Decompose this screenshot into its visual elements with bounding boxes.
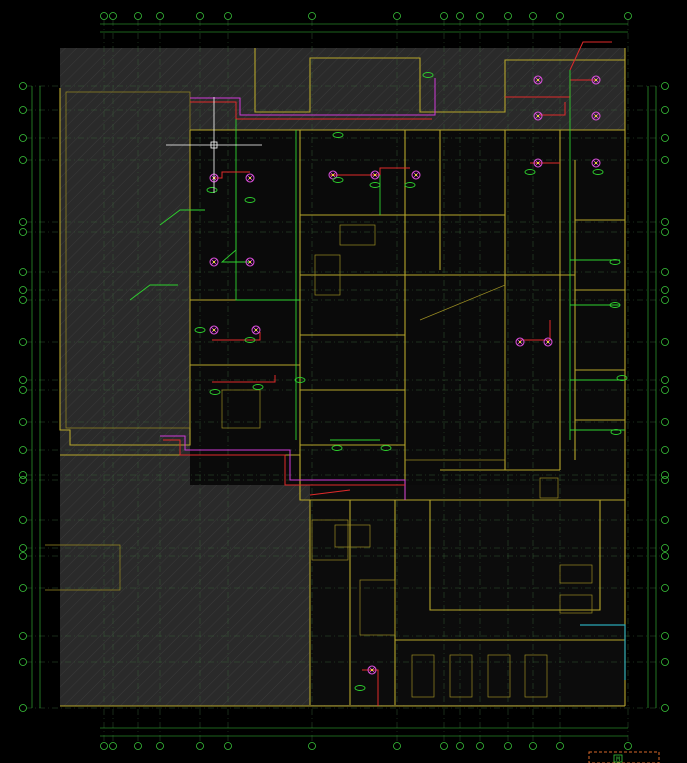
north-arrow-icon[interactable]: M bbox=[588, 751, 660, 763]
dimension-chains bbox=[31, 23, 657, 737]
crosshair-cursor[interactable] bbox=[166, 97, 262, 193]
equipment-units bbox=[411, 564, 626, 698]
cyan-duct bbox=[580, 624, 626, 680]
piping-network bbox=[129, 41, 625, 706]
svg-text:M: M bbox=[616, 756, 620, 763]
building-footprint bbox=[60, 48, 625, 706]
axis-grid bbox=[19, 12, 669, 750]
stairs bbox=[221, 224, 559, 548]
room-zone-upper bbox=[190, 130, 625, 485]
